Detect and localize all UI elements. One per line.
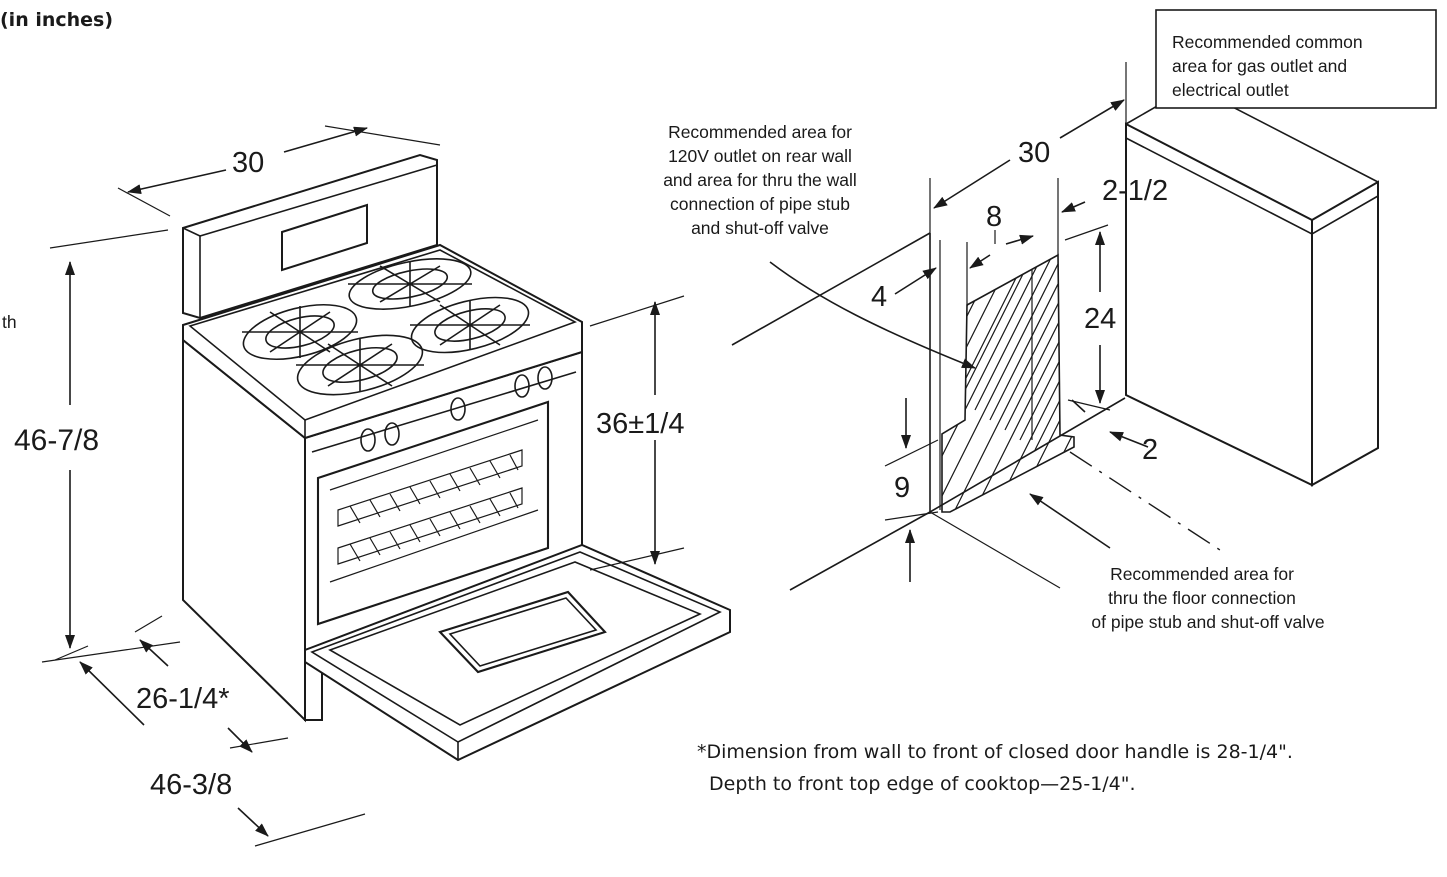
floor-area-callout: Recommended area for thru the floor conn…: [1091, 564, 1324, 632]
svg-text:connection of pipe stub: connection of pipe stub: [670, 194, 850, 214]
common-area-callout: Recommended common area for gas outlet a…: [1155, 9, 1437, 109]
wall-dimension-lines: [884, 99, 1149, 582]
footnote-line-1: *Dimension from wall to front of closed …: [697, 741, 1293, 763]
oven-racks: [337, 449, 523, 565]
svg-text:and shut-off valve: and shut-off valve: [691, 218, 829, 238]
overall-height-label: 46-7/8: [14, 424, 99, 457]
depth-door-open-label: 46-3/8: [150, 769, 232, 801]
svg-text:of pipe stub and shut-off valv: of pipe stub and shut-off valve: [1091, 612, 1324, 632]
outlet-width-label: 8: [986, 201, 1002, 233]
display-panel: [281, 203, 368, 272]
floor-offset-label: 9: [894, 472, 910, 504]
rear-wall-area-callout: Recommended area for 120V outlet on rear…: [663, 122, 857, 238]
svg-text:electrical outlet: electrical outlet: [1172, 80, 1289, 100]
cooktop-surface: [182, 243, 583, 440]
range-width-label: 30: [232, 147, 264, 179]
svg-text:thru the floor connection: thru the floor connection: [1108, 588, 1296, 608]
oven-cavity: [316, 400, 550, 626]
svg-text:area for gas outlet and: area for gas outlet and: [1172, 56, 1347, 76]
cooktop-inner-edge: [188, 249, 577, 421]
units-label: (in inches): [0, 9, 113, 31]
outlet-height-label: 24: [1084, 303, 1116, 335]
side-offset-label: 2-1/2: [1102, 175, 1168, 207]
footnote-line-2: Depth to front top edge of cooktop—25-1/…: [709, 773, 1136, 795]
range-illustration: [182, 153, 731, 762]
cropped-text: th: [2, 312, 17, 332]
footnote: *Dimension from wall to front of closed …: [697, 741, 1293, 795]
svg-text:and area for thru the wall: and area for thru the wall: [663, 170, 857, 190]
svg-text:Recommended area for: Recommended area for: [668, 122, 852, 142]
cooktop-height-label: 36±1/4: [596, 408, 685, 440]
range-dimension-lines: [41, 125, 685, 847]
wall-illustration: [731, 40, 1379, 591]
range-depth-label: 26-1/4*: [136, 683, 230, 715]
control-knobs: [360, 366, 553, 452]
left-offset-label: 4: [871, 281, 887, 313]
outlet-area-outline: [941, 253, 1075, 513]
oven-door-open: [304, 543, 731, 762]
burner-grates: [242, 258, 530, 396]
svg-text:Recommended area for: Recommended area for: [1110, 564, 1294, 584]
wall-width-label: 30: [1018, 137, 1050, 169]
svg-text:120V outlet on rear wall: 120V outlet on rear wall: [668, 146, 852, 166]
cabinet-front: [1311, 180, 1379, 487]
floor-depth-label: 2: [1142, 434, 1158, 466]
svg-text:Recommended common: Recommended common: [1172, 32, 1363, 52]
